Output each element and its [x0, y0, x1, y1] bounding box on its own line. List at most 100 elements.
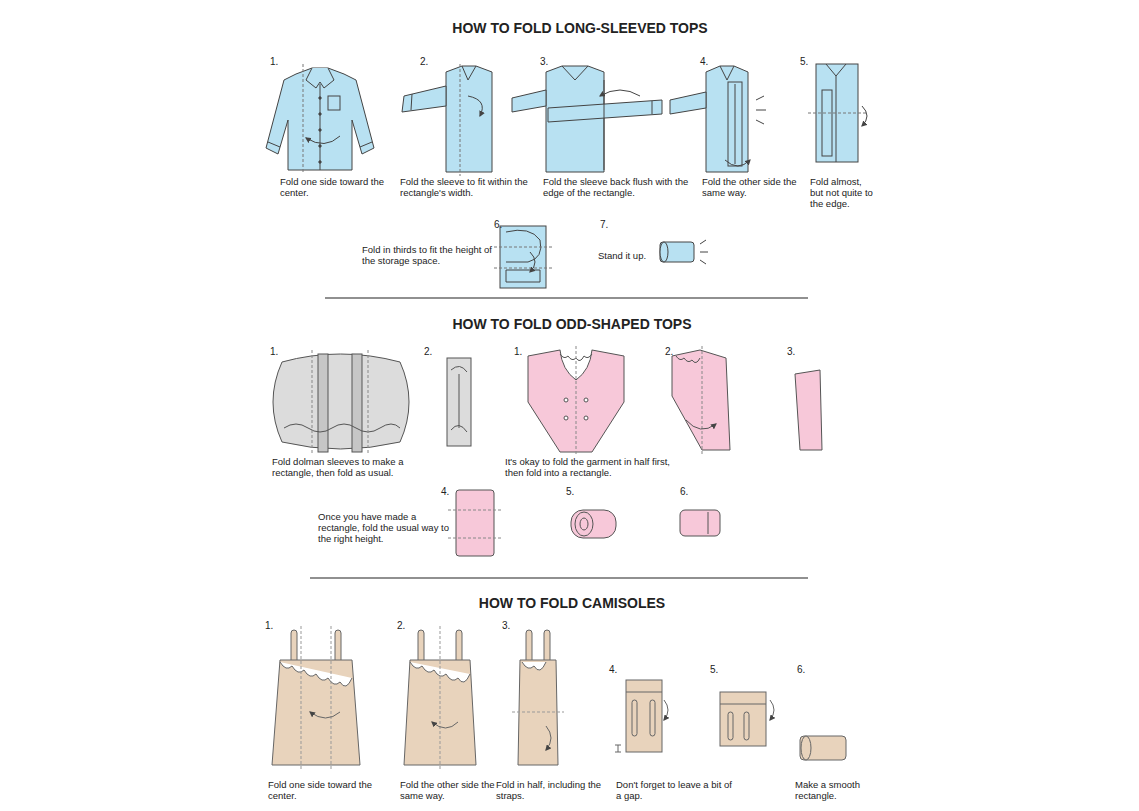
- shirt-step-5-part: [862, 106, 867, 126]
- camisole-step-3-part: [526, 630, 532, 664]
- step-caption: Stand it up.: [598, 251, 678, 262]
- shirt-step-3-part: [548, 100, 662, 122]
- shirt-step-1-part: [268, 142, 372, 147]
- step-caption: Fold dolman sleeves to make a rectangle,…: [272, 457, 442, 479]
- pink-top-step-6-part: [680, 510, 720, 536]
- shirt-step-4-part: [720, 66, 734, 80]
- camisole-step-5-part: [720, 692, 766, 746]
- section-divider-part: [310, 577, 808, 578]
- camisole-step-1-part: [301, 626, 331, 770]
- step-number: 1.: [270, 346, 294, 358]
- shirt-step-1-part: [319, 145, 321, 147]
- camisole-step-5-part: [720, 704, 766, 705]
- shirt-step-2-part: [468, 96, 482, 116]
- shirt-step-3: [512, 66, 662, 172]
- camisole-step-2-part: [432, 722, 458, 728]
- shirt-step-4-part: [756, 96, 766, 124]
- dolman-folded: [447, 358, 471, 446]
- pink-top-step-5-part: [580, 518, 588, 530]
- step-caption: Don't forget to leave a bit of a gap.: [616, 780, 734, 802]
- shirt-step-1-part: [319, 113, 321, 115]
- camisole-step-3-part: [512, 712, 564, 713]
- pink-top-step-1-part: [584, 398, 588, 402]
- shirt-step-4-part: [725, 160, 750, 166]
- pink-top-step-1: [528, 346, 624, 456]
- camisole-step-2: [404, 626, 476, 770]
- shirt-step-1-part: [319, 161, 321, 163]
- shirt-step-7-part: [660, 242, 694, 262]
- shirt-step-2-part: [460, 64, 461, 176]
- shirt-step-1-part: [328, 96, 340, 110]
- pink-top-step-6: [680, 510, 720, 536]
- step-number: 6.: [494, 219, 518, 231]
- step-number: 5.: [710, 664, 734, 676]
- step-caption: Fold the other side the same way.: [400, 780, 496, 802]
- section-heading: HOW TO FOLD CAMISOLES: [372, 595, 772, 611]
- shirt-step-4-part: [670, 92, 706, 114]
- shirt-step-2-part: [462, 66, 476, 80]
- shirt-step-1-part: [319, 129, 321, 131]
- step-number: 4.: [609, 664, 633, 676]
- pink-top-step-5-part: [575, 512, 593, 536]
- camisole-step-4-part: [626, 692, 662, 693]
- shirt-step-6: [494, 226, 552, 288]
- pink-top-step-2: [672, 346, 730, 454]
- camisole-step-1-part: [335, 630, 341, 664]
- step-caption: Fold the sleeve to fit within the rectan…: [400, 177, 538, 199]
- dolman-top-part: [312, 350, 368, 454]
- shirt-step-1-part: [320, 84, 321, 170]
- camisole-step-4-part: [650, 700, 655, 736]
- shirt-step-3-part: [600, 90, 640, 96]
- step-number: 4.: [700, 56, 724, 68]
- camisole-step-1: [272, 626, 360, 770]
- shirt-step-5-part: [836, 76, 837, 162]
- camisole-step-3-part: [544, 630, 550, 664]
- shirt-step-6-part: [530, 252, 535, 272]
- shirt-step-1-part: [266, 68, 374, 170]
- shirt-step-4-part: [735, 84, 736, 164]
- dolman-top-part: [284, 424, 400, 432]
- camisole-step-4-part: [626, 680, 662, 752]
- camisole-step-1-part: [310, 712, 340, 718]
- pink-top-step-4-part: [456, 490, 494, 556]
- dolman-folded-part: [447, 358, 471, 446]
- step-number: 7.: [600, 219, 624, 231]
- dolman-top-part: [273, 354, 409, 449]
- section-heading: HOW TO FOLD LONG-SLEEVED TOPS: [380, 20, 780, 36]
- camisole-step-5-part: [770, 700, 774, 720]
- pink-top-step-4-part: [448, 510, 502, 538]
- pink-top-step-3: [795, 370, 822, 450]
- pink-top-step-5-part: [571, 510, 616, 538]
- step-number: 6.: [680, 486, 704, 498]
- step-caption: Fold in thirds to fit the height of the …: [362, 245, 494, 267]
- shirt-step-5-part: [816, 64, 858, 162]
- shirt-step-7-part: [660, 242, 668, 262]
- shirt-step-2-part: [446, 66, 492, 172]
- pink-top-step-3-part: [795, 370, 822, 450]
- step-caption: Fold the sleeve back flush with the edge…: [543, 177, 693, 199]
- shirt-step-3-part: [562, 66, 588, 80]
- step-caption: Fold one side toward the center.: [280, 177, 390, 199]
- step-caption: Make a smooth rectangle.: [795, 780, 880, 802]
- step-number: 3.: [787, 346, 811, 358]
- camisole-step-6-part: [800, 736, 846, 760]
- dolman-top-part: [352, 354, 362, 452]
- camisole-step-2-part: [456, 630, 462, 664]
- section-divider-part: [325, 297, 808, 298]
- step-number: 1.: [270, 56, 294, 68]
- shirt-step-4-part: [728, 82, 742, 166]
- camisole-step-3-part: [522, 662, 546, 670]
- step-number: 1.: [514, 346, 538, 358]
- camisole-step-4: [615, 680, 668, 752]
- pink-top-step-5: [571, 510, 616, 538]
- camisole-step-1-part: [291, 630, 297, 664]
- step-number: 3.: [502, 620, 526, 632]
- step-number: 2.: [424, 346, 448, 358]
- shirt-step-1-part: [306, 136, 340, 144]
- camisole-step-4-part: [632, 700, 637, 736]
- shirt-step-6-part: [506, 270, 540, 282]
- step-caption: Fold one side toward the center.: [268, 780, 380, 802]
- shirt-step-3-part: [512, 90, 546, 112]
- shirt-step-5-part: [808, 113, 866, 114]
